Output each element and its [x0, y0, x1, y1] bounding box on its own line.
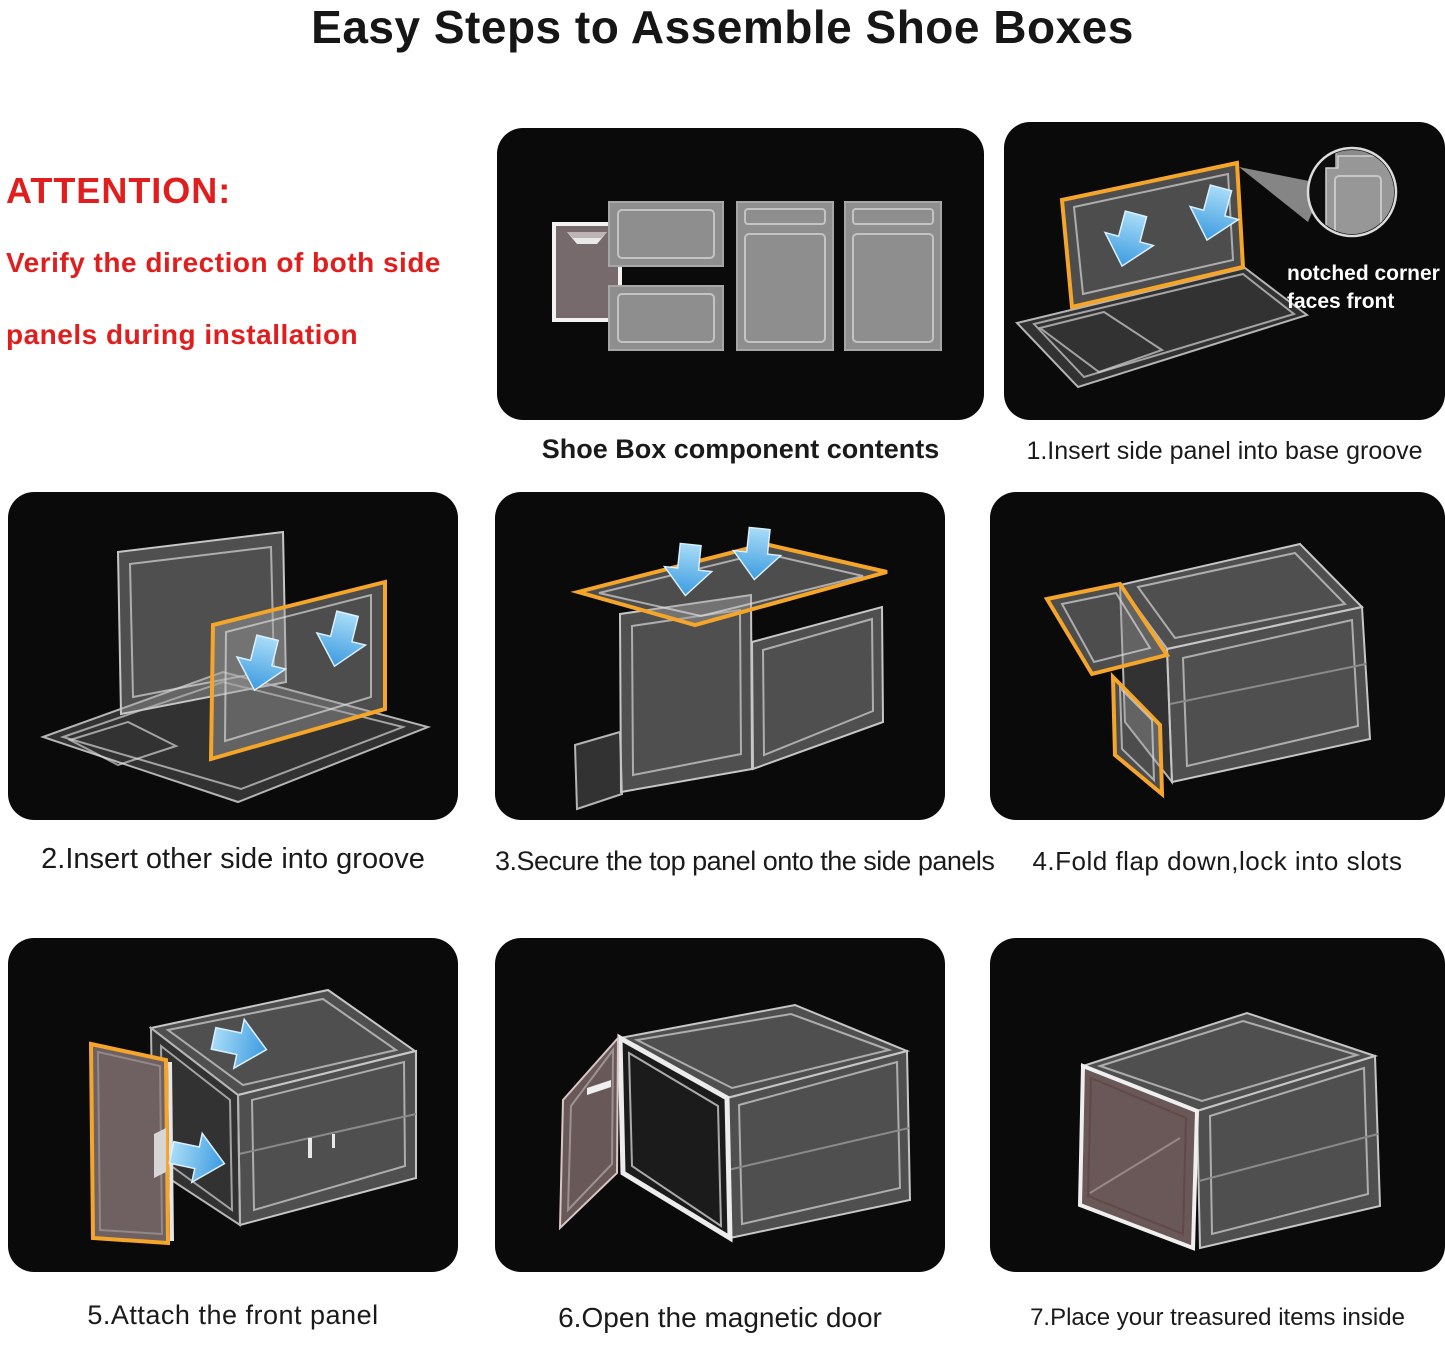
step3-illustration	[570, 525, 888, 811]
caption-step6: 6.Open the magnetic door	[558, 1302, 882, 1333]
panel-step3	[495, 492, 945, 820]
caption-step2: 2.Insert other side into groove	[41, 843, 425, 875]
step4-illustration	[1043, 542, 1372, 799]
closed-front-door	[1077, 1063, 1200, 1251]
side-panel-highlight	[1059, 160, 1246, 310]
front-panel-highlight	[88, 1041, 174, 1246]
flap-highlight-top	[1043, 581, 1171, 677]
top-panel-highlight	[570, 541, 888, 628]
panel-step2	[8, 492, 458, 820]
caption-step3: 3.Secure the top panel onto the side pan…	[495, 846, 995, 876]
panel-step4	[990, 492, 1445, 820]
attention-line-1: Verify the direction of both side	[6, 247, 441, 278]
notched-corner-label-line1: notched corner	[1287, 262, 1440, 285]
flap-highlight-bottom	[1110, 671, 1165, 799]
side-panel-parts	[736, 201, 942, 351]
box-body	[1118, 542, 1372, 786]
attention-heading: ATTENTION:	[6, 170, 232, 211]
notched-corner-label-line2: faces front	[1287, 290, 1394, 313]
attention-line-2: panels during installation	[6, 319, 359, 350]
caption-step7: 7.Place your treasured items inside	[1030, 1304, 1405, 1331]
box-body	[148, 988, 418, 1227]
caption-step4: 4.Fold flap down,lock into slots	[1032, 846, 1403, 876]
panel-components	[497, 128, 984, 420]
components-illustration	[552, 201, 942, 351]
step1-illustration: notched corner faces front	[1015, 146, 1440, 389]
panel-step5	[8, 938, 458, 1272]
open-door	[558, 1035, 620, 1231]
assembled-sides	[573, 593, 885, 811]
top-bottom-panel-parts	[608, 201, 724, 351]
step6-illustration	[558, 1003, 912, 1243]
step2-illustration	[39, 530, 432, 804]
caption-step1: 1.Insert side panel into base groove	[1026, 437, 1423, 465]
panel-step6	[495, 938, 945, 1272]
step5-illustration	[88, 988, 418, 1246]
box-body	[617, 1003, 912, 1243]
box-body	[1080, 1011, 1382, 1250]
panel-step7	[990, 938, 1445, 1272]
caption-step5: 5.Attach the front panel	[87, 1300, 379, 1330]
page-title: Easy Steps to Assemble Shoe Boxes	[311, 1, 1134, 53]
panel-step1: notched corner faces front	[1004, 122, 1445, 420]
step7-illustration	[1077, 1011, 1382, 1251]
caption-components: Shoe Box component contents	[541, 434, 940, 464]
magnifier	[1239, 146, 1398, 238]
